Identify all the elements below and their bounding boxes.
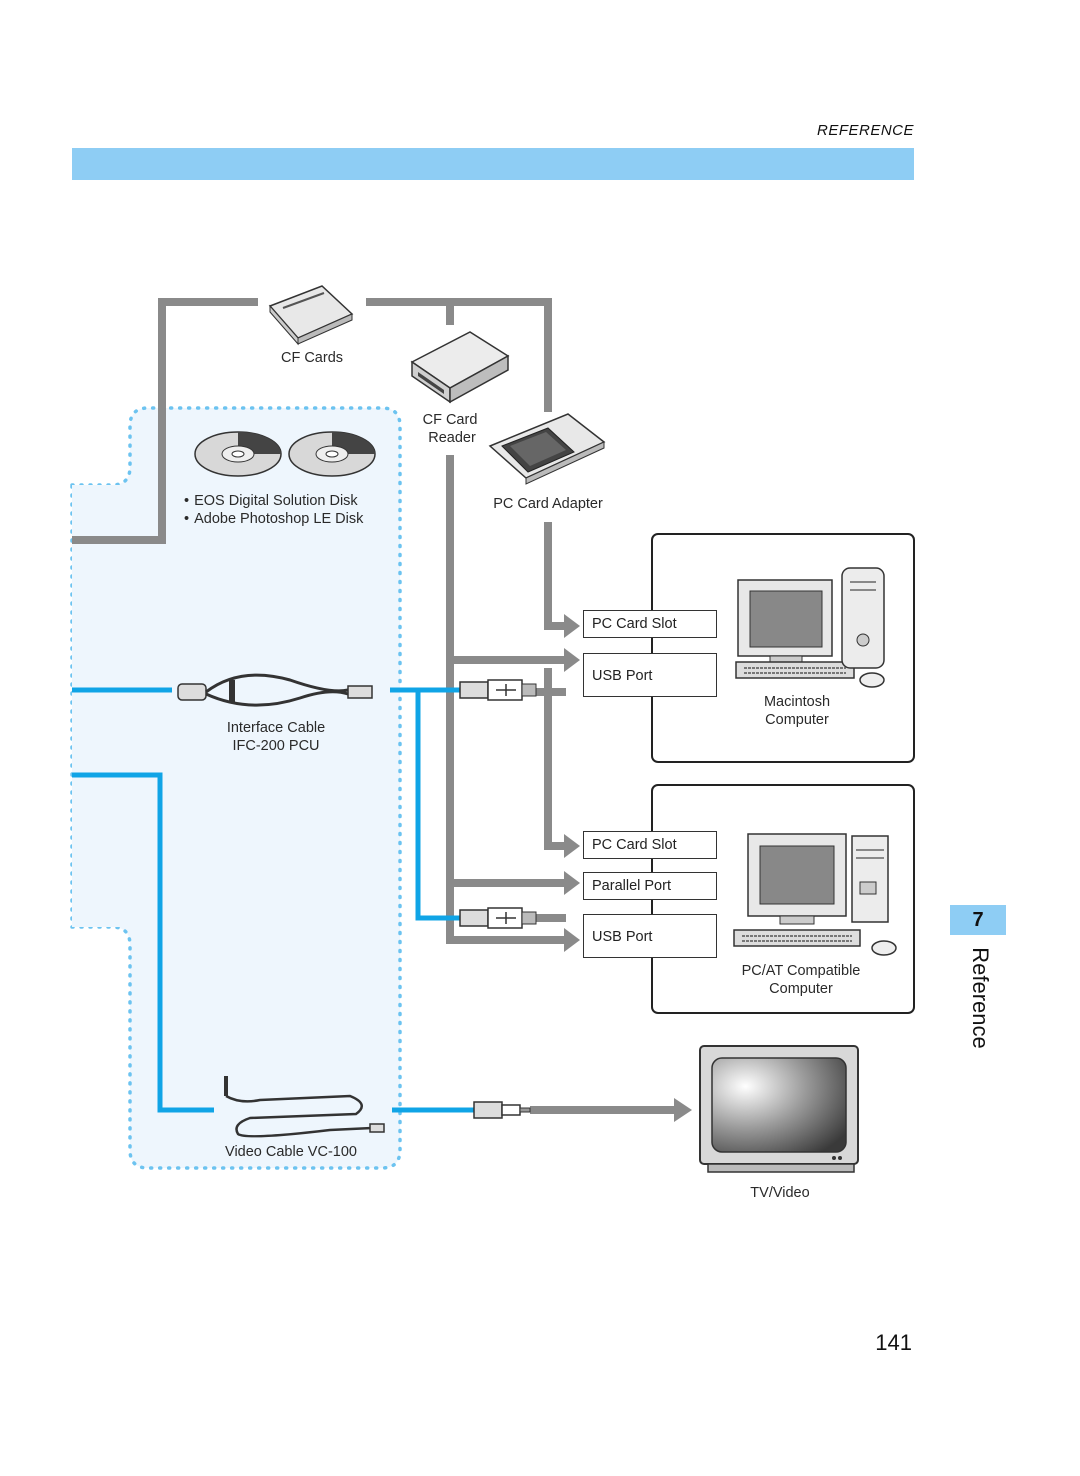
pc-label-line1: PC/AT Compatible (741, 963, 861, 979)
macintosh-label-line1: Macintosh (763, 694, 831, 710)
macintosh-label-line2: Computer (765, 712, 829, 728)
cf-card-reader-label-line2: Reader (428, 430, 476, 446)
gray-connection-lines (72, 298, 676, 1114)
cf-card-reader-icon (410, 331, 510, 404)
gray-ticks (536, 688, 566, 922)
rca-plug-icon (473, 1101, 531, 1119)
page-number: 141 (875, 1330, 912, 1355)
usb-plug-icon-upper (459, 679, 537, 701)
photoshop-disc-icon (288, 431, 376, 477)
pc-port-parallel: Parallel Port (583, 872, 717, 900)
cf-card-reader-label-line1: CF Card (422, 412, 478, 428)
interface-cable-label-line1: Interface Cable (226, 720, 326, 736)
tv-icon (699, 1045, 859, 1173)
pc-card-adapter-label: PC Card Adapter (493, 496, 603, 512)
gray-arrowheads (564, 614, 692, 1122)
photoshop-disk-label: Adobe Photoshop LE Disk (184, 511, 363, 527)
macintosh-box (651, 533, 915, 763)
section-label: REFERENCE (816, 122, 914, 139)
pc-computer-icon (733, 833, 897, 956)
blue-connection-lines (72, 687, 474, 1113)
interface-cable-label-line2: IFC-200 PCU (232, 738, 320, 754)
eos-disc-icon (194, 431, 282, 477)
mac-port-pc-card-slot: PC Card Slot (583, 610, 717, 638)
chapter-number-tab: 7 (950, 905, 1006, 935)
video-cable-icon (224, 1076, 385, 1138)
cf-card-icon (268, 285, 354, 346)
software-region (70, 406, 402, 1170)
interface-cable-icon (177, 673, 373, 707)
mac-port-usb: USB Port (583, 653, 717, 697)
pc-card-adapter-icon (488, 413, 606, 485)
header-bar (72, 148, 914, 180)
usb-plug-icon-lower (459, 907, 537, 929)
pc-port-pc-card-slot: PC Card Slot (583, 831, 717, 859)
eos-disk-label: EOS Digital Solution Disk (184, 493, 358, 509)
pc-label-line2: Computer (769, 981, 833, 997)
pc-port-usb: USB Port (583, 914, 717, 958)
cf-cards-label: CF Cards (280, 350, 344, 366)
macintosh-computer-icon (735, 567, 885, 688)
chapter-title-vertical: Reference (968, 947, 993, 1049)
tv-label: TV/Video (750, 1185, 810, 1201)
video-cable-label: Video Cable VC-100 (225, 1144, 357, 1160)
